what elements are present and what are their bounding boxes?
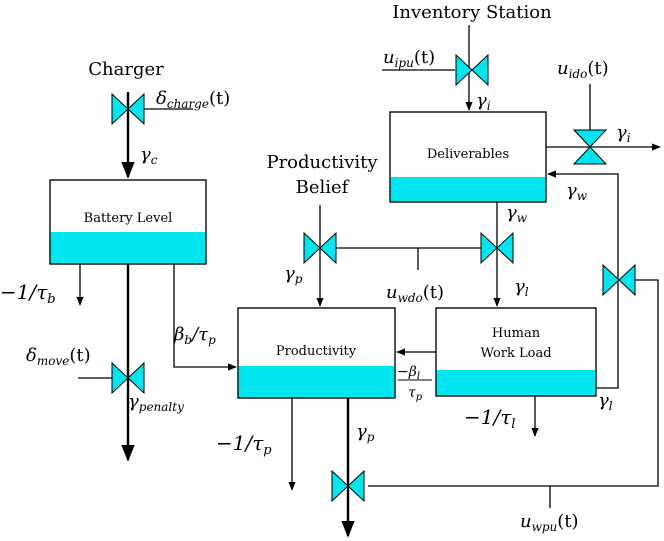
productivity-belief-title-1: Productivity — [266, 152, 378, 173]
gamma-l-loop-label: γl — [598, 390, 613, 413]
gamma-w-label: γw — [506, 202, 528, 225]
decay-productivity-label: −1/τp — [216, 431, 272, 458]
inventory-station-title: Inventory Station — [392, 2, 552, 23]
stock-human-work-load-label-1: Human — [492, 326, 541, 341]
gamma-l-label: γl — [514, 276, 529, 299]
beta-b-tau-p-label: βb/τp — [173, 324, 216, 347]
u-wpu-label: uwpu(t) — [520, 511, 579, 534]
gamma-w-loop-label: γw — [566, 180, 588, 203]
valve-belief-left-icon — [303, 231, 337, 265]
valve-ido-icon — [572, 129, 608, 165]
stock-human-work-load-label-2: Work Load — [480, 346, 551, 361]
productivity-belief-title-2: Belief — [296, 177, 350, 198]
stock-deliverables: Deliverables — [389, 111, 547, 203]
stock-battery-level: Battery Level — [49, 179, 207, 265]
svg-text:−βl: −βl — [397, 364, 420, 382]
gamma-c-label: γc — [140, 144, 158, 167]
u-wdo-label: uwdo(t) — [386, 282, 444, 305]
fraction-beta-l-tau-p: −βl τp — [397, 364, 432, 403]
gamma-penalty-label: γpenalty — [128, 391, 184, 414]
valve-move-icon — [111, 361, 145, 395]
valve-inventory-icon — [455, 53, 489, 87]
gamma-i-outflow-label: γi — [616, 122, 631, 145]
delta-move-label: δmove(t) — [26, 345, 91, 368]
u-ido-label: uido(t) — [557, 58, 609, 81]
valve-wpu-icon — [331, 469, 365, 503]
stock-deliverables-label: Deliverables — [427, 147, 509, 162]
charger-title: Charger — [88, 59, 164, 80]
decay-work-load-label: −1/τl — [464, 405, 515, 432]
gamma-i-inflow-label: γi — [476, 90, 491, 113]
gamma-p-outflow-label: γp — [356, 421, 375, 444]
u-ipu-label: uipu(t) — [383, 47, 435, 70]
valve-charge-icon — [111, 92, 145, 126]
thick-flows — [121, 92, 355, 538]
valve-feedback-icon — [602, 263, 636, 297]
stock-human-work-load: Human Work Load — [435, 307, 597, 397]
valve-belief-right-icon — [480, 231, 514, 265]
stock-productivity-label: Productivity — [276, 344, 357, 359]
stock-battery-level-label: Battery Level — [84, 211, 173, 226]
flow-lines — [76, 25, 661, 508]
delta-charge-label: δcharge(t) — [156, 88, 230, 111]
gamma-p-belief-label: γp — [284, 263, 303, 286]
svg-text:τp: τp — [408, 385, 423, 403]
stock-productivity: Productivity — [237, 307, 396, 399]
decay-battery-label: −1/τb — [0, 280, 56, 307]
